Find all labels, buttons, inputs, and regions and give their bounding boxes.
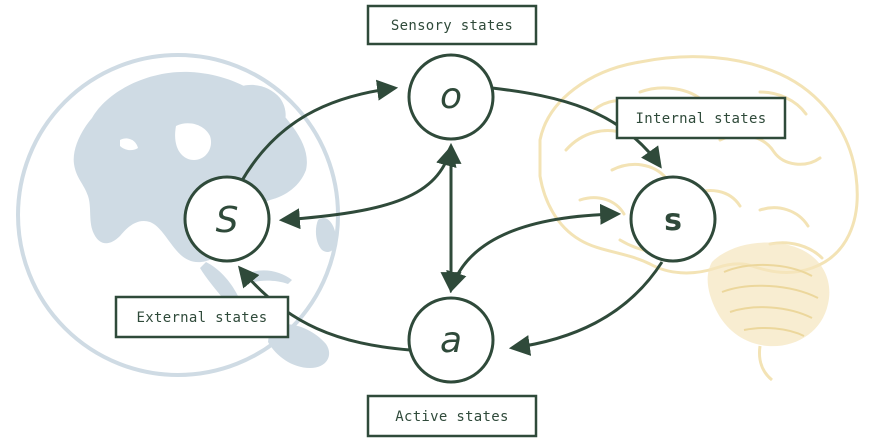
label-internal-text: Internal states — [636, 111, 767, 127]
node-active: a — [407, 296, 495, 384]
node-sensory-symbol: o — [440, 76, 462, 117]
label-external-text: External states — [137, 310, 268, 326]
node-active-symbol: a — [440, 320, 462, 361]
arrows — [237, 79, 664, 356]
node-external: S — [183, 175, 271, 263]
node-internal: s — [629, 175, 717, 263]
label-active-text: Active states — [395, 409, 508, 425]
node-external-symbol: S — [216, 200, 239, 241]
label-sensory-states: Sensory states — [366, 4, 538, 46]
globe-icon — [16, 53, 340, 377]
arrow-sensory-to-internal — [491, 86, 662, 169]
arrow-external-to-sensory — [238, 79, 399, 185]
arrow-active-internal-bidirectional — [446, 203, 622, 294]
label-active-states: Active states — [366, 394, 538, 438]
label-sensory-text: Sensory states — [391, 18, 513, 34]
label-external-states: External states — [114, 295, 290, 339]
arrow-internal-to-active — [508, 261, 664, 356]
node-internal-symbol: s — [664, 203, 682, 238]
cerebellum-icon — [707, 242, 830, 382]
node-sensory: o — [407, 53, 495, 141]
label-internal-states: Internal states — [615, 96, 787, 140]
arrow-active-to-external — [237, 265, 411, 352]
